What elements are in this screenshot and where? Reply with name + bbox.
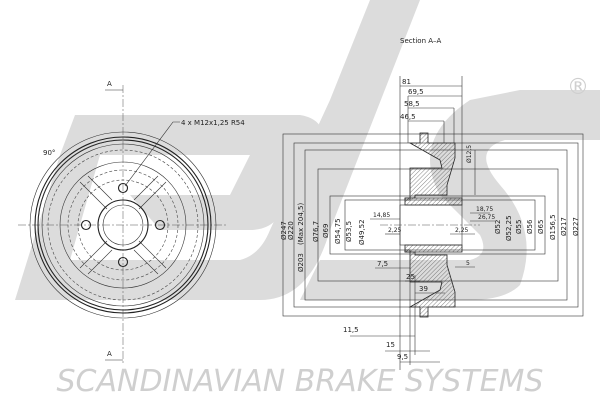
dim-d49-52: Ø49,52 bbox=[358, 219, 366, 245]
dim-18-75: 18,75 bbox=[476, 206, 493, 213]
dim-d52: Ø52 bbox=[494, 220, 502, 234]
dim-d52-25: Ø52,25 bbox=[505, 215, 513, 241]
dim-7-5: 7,5 bbox=[377, 260, 388, 268]
section-title: Section A–A bbox=[400, 37, 442, 45]
dim-5: 5 bbox=[466, 260, 470, 267]
brand-name: SCANDINAVIAN BRAKE SYSTEMS bbox=[57, 364, 544, 399]
dim-46-5: 46,5 bbox=[400, 113, 416, 121]
dim-2-25-left: 2,25 bbox=[388, 227, 402, 234]
dim-15: 15 bbox=[386, 341, 395, 349]
dim-d247: Ø247 bbox=[280, 221, 288, 240]
dim-2-25-right: 2,25 bbox=[455, 227, 469, 234]
dim-d156-5: Ø156,5 bbox=[549, 214, 557, 240]
dim-d56: Ø56 bbox=[526, 219, 534, 234]
dim-81: 81 bbox=[402, 78, 411, 86]
dim-d53-5: Ø53,5 bbox=[345, 221, 353, 242]
bolt-note: 4 x M12x1,25 R54 bbox=[181, 119, 245, 127]
dim-25: 25 bbox=[406, 273, 415, 281]
dim-11-5: 11,5 bbox=[343, 326, 359, 334]
dim-d54-75: Ø54,75 bbox=[334, 218, 342, 244]
dim-14-85: 14,85 bbox=[373, 212, 390, 219]
section-mark-top: A bbox=[107, 80, 112, 88]
sbs-watermark-logo: SCANDINAVIAN BRAKE SYSTEMS ® bbox=[15, 0, 600, 399]
dim-d55: Ø55 bbox=[515, 220, 523, 234]
dim-d203: Ø203 bbox=[297, 253, 305, 272]
drum-section-view: Section A–A 81 69 bbox=[280, 37, 584, 370]
angle-label: 90° bbox=[43, 149, 55, 157]
bolt-holes bbox=[80, 182, 166, 268]
dim-58-5: 58,5 bbox=[404, 100, 420, 108]
dim-d65: Ø65 bbox=[537, 220, 545, 234]
dim-d217: Ø217 bbox=[560, 217, 568, 236]
section-mark-bottom: A bbox=[107, 350, 112, 358]
dim-39: 39 bbox=[419, 285, 428, 293]
dim-9-5: 9,5 bbox=[397, 353, 408, 361]
dim-d227: Ø227 bbox=[572, 217, 580, 236]
dim-26-75: 26,75 bbox=[478, 214, 495, 221]
dim-d69: Ø69 bbox=[322, 224, 330, 238]
dim-max-204-5: (Max 204,5) bbox=[297, 203, 305, 245]
dim-69-5: 69,5 bbox=[408, 88, 424, 96]
drum-front-view: A A 90° 4 x M12x1,25 R54 bbox=[18, 80, 245, 365]
dim-d12-5: Ø12,5 bbox=[466, 145, 473, 163]
dim-d220: Ø220 bbox=[287, 221, 295, 240]
dim-d76-7: Ø76,7 bbox=[312, 221, 320, 242]
registered-mark: ® bbox=[567, 75, 589, 100]
